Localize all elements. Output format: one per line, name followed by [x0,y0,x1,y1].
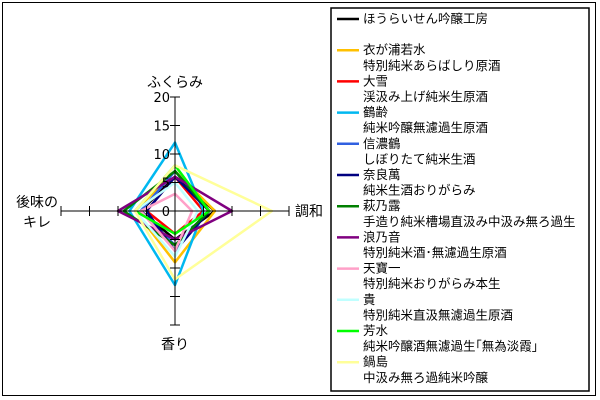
legend-sub-1: 特別純米あらばしり原酒 [363,58,501,73]
tick-label-5: 5 [162,177,170,192]
legend-sub-5: 純米生酒おりがらみ [363,183,476,198]
legend-name-6: 萩乃露 [363,198,401,213]
legend-name-10: 芳水 [363,323,389,338]
legend-sub-3: 純米吟醸無濾過生原酒 [363,120,488,135]
legend-sub-10: 純米吟醸酒無濾過生｢無為淡霞｣ [363,339,538,354]
legend-name-0: ほうらいせん吟醸工房 [363,11,488,26]
axis-label-0: ふくらみ [147,75,203,91]
legend-name-1: 衣が浦若水 [363,42,426,57]
legend-name-9: 貴 [363,292,376,307]
axis-label-3-line-1: キレ [23,215,51,231]
legend-name-5: 奈良萬 [363,167,401,182]
legend-name-3: 鶴齢 [363,105,389,120]
legend-sub-6: 手造り純米槽場直汲み中汲み無ろ過生 [363,214,576,229]
legend-name-11: 鍋島 [363,354,388,369]
tick-label-0: 0 [162,205,170,220]
tick-label-15: 15 [153,120,170,135]
axis-label-3-line-0: 後味の [16,195,58,211]
tick-label-20: 20 [153,91,170,106]
legend: ほうらいせん吟醸工房衣が浦若水特別純米あらばしり原酒大雪渓汲み上げ純米生原酒鶴齢… [330,7,590,392]
legend-sub-11: 中汲み無ろ過純米吟醸 [363,370,489,385]
legend-sub-4: しぼりたて純米生酒 [363,151,476,166]
legend-name-4: 信濃鶴 [363,136,401,151]
legend-sub-7: 特別純米酒･無濾過生原酒 [363,245,507,260]
tick-label-10: 10 [153,148,170,163]
legend-name-8: 天寶一 [363,261,401,276]
legend-name-2: 大雪 [363,73,388,88]
series-layer [116,141,274,287]
legend-sub-8: 特別純米おりがらみ本生 [363,276,501,291]
axis-label-2: 香り [161,337,189,353]
legend-box [330,7,590,392]
axis-label-1: 調和 [295,204,323,220]
legend-sub-9: 特別純米直汲無濾過生原酒 [363,307,513,322]
legend-sub-2: 渓汲み上げ純米生原酒 [363,89,488,104]
legend-name-7: 浪乃音 [363,229,401,244]
